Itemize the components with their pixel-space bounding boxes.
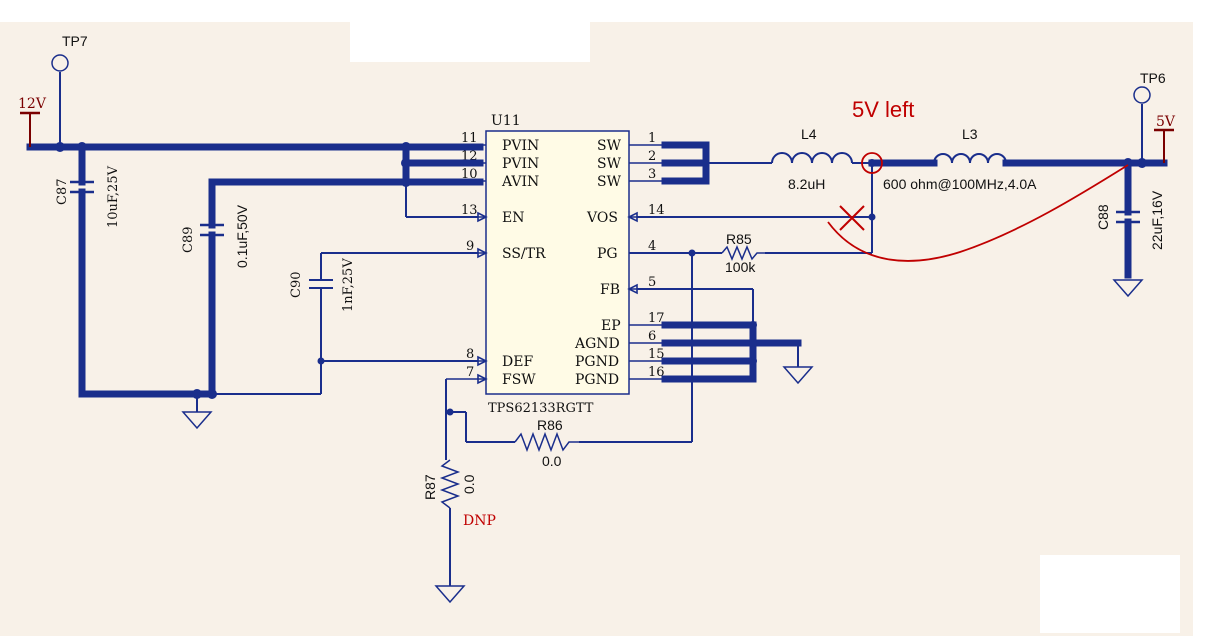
pin-num-left-6: 8: [466, 347, 474, 362]
pin-num-left-5: 9: [466, 239, 474, 254]
cut-mark-b: [839, 205, 865, 231]
tp6-marker: [1133, 86, 1151, 104]
pin-name-left-1: PVIN: [502, 138, 539, 154]
c88-ref: C88: [1095, 204, 1111, 230]
r86-ref: R86: [537, 417, 563, 433]
ground-symbol-left: [181, 411, 213, 430]
pin-num-right-6: 5: [648, 275, 656, 290]
pin-num-left-4: 13: [461, 203, 478, 218]
pin-num-right-8: 6: [648, 329, 656, 344]
c88-value: 22uF,16V: [1149, 190, 1165, 250]
r85-resistor: [721, 245, 765, 261]
chip-u11: U11 TPS62133RGTT 11 PVIN 1 2 PVIN 10 AVIN…: [406, 113, 706, 416]
l4-value: 8.2uH: [788, 176, 825, 192]
pin-num-left-7: 7: [466, 365, 474, 380]
rework-annotations: 5V left: [827, 97, 1129, 262]
pin-name-right-8: AGND: [574, 336, 620, 352]
r85-ref: R85: [726, 231, 752, 247]
pin-name-right-3: SW: [597, 174, 622, 190]
rail-5v-label: 5V: [1156, 114, 1176, 130]
pin-name-right-9: PGND: [575, 354, 619, 370]
ground-symbol-c88: [1112, 279, 1144, 298]
chip-part-label: TPS62133RGTT: [488, 401, 594, 416]
pin-name-left-3: AVIN: [501, 174, 539, 190]
pin-name-left-7: FSW: [502, 372, 536, 388]
pin-name-right-4: VOS: [586, 210, 618, 226]
pin-num-right-9: 15: [648, 347, 665, 362]
rail-12v-label: 12V: [18, 96, 47, 112]
c87-ref: C87: [55, 179, 70, 206]
pin-name-right-1: SW: [597, 138, 622, 154]
r85-value: 100k: [725, 259, 756, 275]
tp7-label: TP7: [62, 33, 88, 49]
pin-name-left-2: PVIN: [502, 156, 539, 172]
pin-name-right-2: SW: [597, 156, 622, 172]
chip-body: [485, 130, 630, 395]
pin-num-right-5: 4: [648, 239, 656, 254]
ground-symbol-r87: [434, 585, 466, 604]
r86-resistor: [514, 431, 579, 453]
pin-name-left-4: EN: [502, 210, 524, 226]
c89-ref: C89: [181, 227, 196, 254]
l4-ref: L4: [801, 126, 817, 142]
tp6-label: TP6: [1140, 70, 1166, 86]
r87-resistor: [439, 459, 461, 509]
pin-name-left-5: SS/TR: [502, 246, 546, 262]
pin-name-left-6: DEF: [502, 354, 533, 370]
pin-num-right-1: 1: [648, 131, 656, 146]
pin-num-right-2: 2: [648, 149, 656, 164]
c89-value: 0.1uF,50V: [234, 204, 250, 268]
input-wiring: TP7 12V C87 10uF,25V C89 0.1uF,50V: [18, 33, 484, 430]
pin-name-right-10: PGND: [575, 372, 619, 388]
dnp-label: DNP: [463, 513, 496, 529]
pin-num-right-7: 17: [648, 311, 665, 326]
rework-wire: [827, 164, 1129, 262]
blank-patch-top: [350, 20, 590, 62]
pin-num-left-1: 11: [461, 131, 478, 146]
chip-ref-label: U11: [491, 113, 521, 129]
pin-num-left-3: 10: [461, 167, 478, 182]
l3-value: 600 ohm@100MHz,4.0A: [883, 176, 1037, 192]
note-5v-left: 5V left: [852, 97, 914, 122]
r87-ref: R87: [422, 474, 438, 500]
fsw-network: R86 0.0 R87 0.0 DNP: [422, 249, 696, 604]
pin-num-right-10: 16: [648, 365, 665, 380]
c90-ref: C90: [289, 272, 304, 299]
pin-name-right-6: FB: [600, 282, 620, 298]
r86-value: 0.0: [542, 453, 562, 469]
pin-name-right-7: EP: [601, 318, 621, 334]
c87-value: 10uF,25V: [106, 165, 121, 228]
pin-num-right-3: 3: [648, 167, 656, 182]
l3-ref: L3: [962, 126, 978, 142]
c90-value: 1nF,25V: [341, 258, 356, 312]
l3-ferrite: [933, 153, 1007, 164]
l4-inductor: [771, 152, 853, 164]
pin-num-right-4: 14: [648, 203, 665, 218]
tp7-marker: [51, 54, 69, 72]
blank-patch-bottom: [1040, 555, 1180, 633]
ground-symbol-right: [782, 366, 814, 385]
r87-value: 0.0: [461, 474, 477, 494]
highlight-circle: [861, 152, 883, 174]
pin-name-right-5: PG: [597, 246, 618, 262]
